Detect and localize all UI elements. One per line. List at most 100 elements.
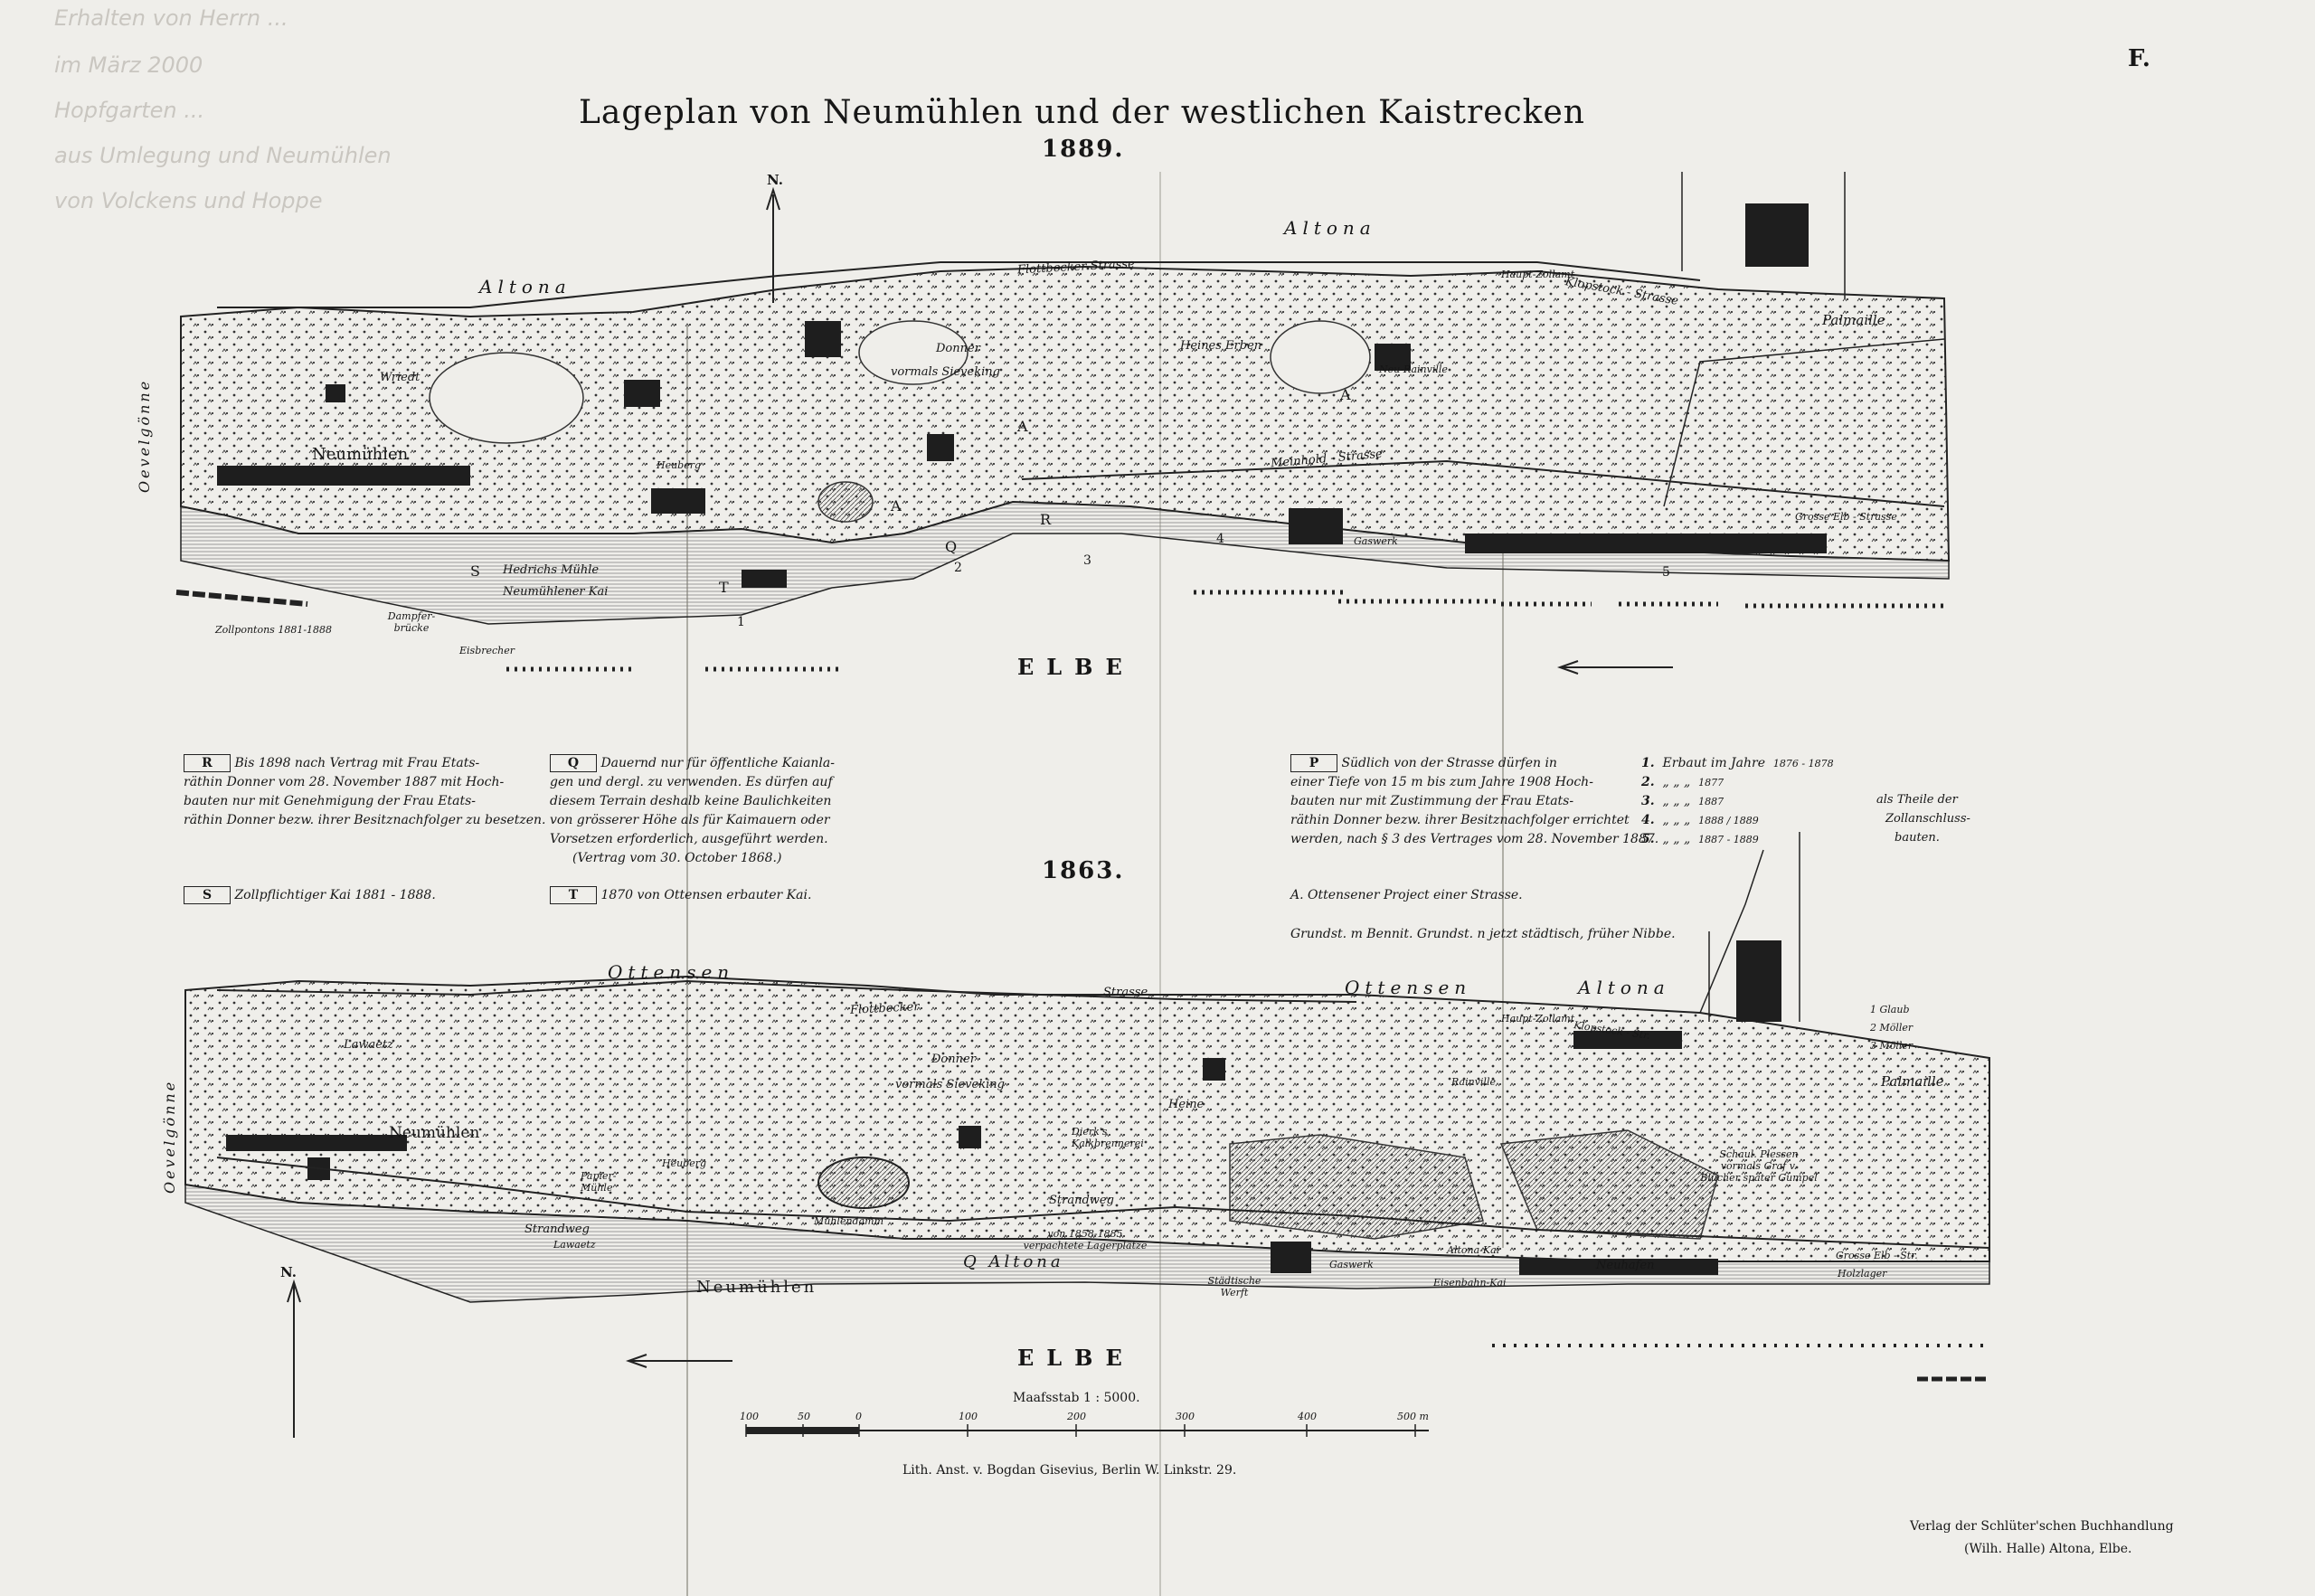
label-q-altona: Q Altona xyxy=(963,1252,1064,1271)
label-zone-a: A xyxy=(1017,418,1028,435)
built-years: 1887 - 1889 xyxy=(1698,834,1759,845)
label-strandweg-2: Strandweg xyxy=(1049,1194,1114,1207)
label-zone-a: A xyxy=(891,497,902,515)
label-ottensen-right: Ottensen xyxy=(1345,977,1472,998)
pencil-note: Hopfgarten ... xyxy=(54,98,205,123)
label-grosse-elb-strasse: Grosse Elb - Strasse xyxy=(1795,511,1897,523)
label-kai-1: 1 xyxy=(737,615,745,629)
label-neumuhlen: Neumühlen xyxy=(312,445,409,464)
legend-t-key: T xyxy=(550,886,597,904)
legend-q-text: diesem Terrain deshalb keine Baulichkeit… xyxy=(550,794,832,808)
label-kai-5: 5 xyxy=(1662,565,1670,580)
legend-q-text: (Vertrag vom 30. October 1868.) xyxy=(572,851,782,865)
built-num: 4. xyxy=(1641,813,1655,827)
label-neumuhlen-1863: Neumühlen xyxy=(389,1124,480,1142)
label-grosse-elb-1863: Grosse Elb - Str. xyxy=(1836,1250,1918,1261)
built-row: 3. „ „ „ 1887 xyxy=(1641,792,1834,811)
legend-s-text: Zollpflichtiger Kai 1881 - 1888. xyxy=(234,888,436,902)
built-num: 5. xyxy=(1641,832,1655,846)
label-hedrichs-muhle: Hedrichs Mühle xyxy=(503,563,600,577)
built-note-line: bauten. xyxy=(1895,831,1940,845)
publisher-line-1: Verlag der Schlüter'schen Buchhandlung xyxy=(1910,1519,2174,1534)
label-heines-erben: Heines Erben xyxy=(1180,339,1262,353)
built-years: 1887 xyxy=(1698,796,1724,807)
label-elbe-1863: ELBE xyxy=(1017,1345,1135,1371)
legend-s: S Zollpflichtiger Kai 1881 - 1888. xyxy=(184,886,436,905)
built-row: 1. Erbaut im Jahre 1876 - 1878 xyxy=(1641,754,1834,773)
legend-p-key: P xyxy=(1290,754,1337,772)
year-1889: 1889. xyxy=(1042,136,1125,163)
label-stadtische-werft: Städtische Werft xyxy=(1207,1275,1261,1299)
label-oevelgonne-1863: Oevelgönne xyxy=(161,1079,178,1194)
built-text: „ „ „ xyxy=(1662,813,1691,827)
scale-tick: 400 xyxy=(1298,1411,1317,1422)
legend-grundst: Grundst. m Bennit. Grundst. n jetzt städ… xyxy=(1290,927,1676,941)
built-text: „ „ „ xyxy=(1662,832,1691,846)
built-text: „ „ „ xyxy=(1662,794,1691,808)
label-dampferbrucke: Dampfer-brücke xyxy=(387,610,436,634)
label-heine: Heine xyxy=(1168,1098,1205,1111)
scale-tick: 200 xyxy=(1067,1411,1086,1422)
label-rainville: Rainville xyxy=(1451,1076,1496,1088)
built-row: 2. „ „ „ 1877 xyxy=(1641,773,1834,792)
legend-r-text: bauten nur mit Genehmigung der Frau Etat… xyxy=(184,794,476,808)
pencil-note: im März 2000 xyxy=(54,52,203,78)
label-glaub: 1 Glaub xyxy=(1870,1004,1910,1015)
label-gaswerk-1863: Gaswerk xyxy=(1329,1259,1374,1270)
label-altona-1863: Altona xyxy=(1578,977,1670,998)
label-donner: Donner xyxy=(936,342,980,355)
built-years: 1877 xyxy=(1698,777,1724,789)
legend-r-text: räthin Donner vom 28. November 1887 mit … xyxy=(184,775,505,789)
label-ottensen-left: Ottensen xyxy=(608,961,735,983)
label-neu-rainville: Neu-Rainville xyxy=(1379,364,1448,375)
built-text: „ „ „ xyxy=(1662,775,1691,789)
legend-q-text: Dauernd nur für öffentliche Kaianla- xyxy=(600,756,835,770)
legend-r-text: Bis 1898 nach Vertrag mit Frau Etats- xyxy=(234,756,480,770)
built-num: 3. xyxy=(1641,794,1655,808)
legend-p-text: werden, nach § 3 des Vertrages vom 28. N… xyxy=(1290,832,1659,846)
legend-q-text: gen und dergl. zu verwenden. Es dürfen a… xyxy=(550,775,833,789)
legend-r: R Bis 1898 nach Vertrag mit Frau Etats- … xyxy=(184,754,545,830)
label-kai-4: 4 xyxy=(1216,532,1224,546)
built-row: 4. „ „ „ 1888 / 1889 xyxy=(1641,811,1834,830)
legend-q-text: Vorsetzen erforderlich, ausgeführt werde… xyxy=(550,832,828,846)
built-note: als Theile der Zollanschluss- bauten. xyxy=(1876,790,1970,847)
label-elbe-1889: ELBE xyxy=(1017,654,1135,680)
scale-tick: 100 xyxy=(740,1411,759,1422)
built-num: 1. xyxy=(1641,756,1655,770)
legend-q-text: von grösserer Höhe als für Kaimauern ode… xyxy=(550,813,830,827)
legend-t: T 1870 von Ottensen erbauter Kai. xyxy=(550,886,811,905)
scale-tick: 300 xyxy=(1176,1411,1195,1422)
legend-a: A. Ottensener Project einer Strasse. xyxy=(1290,888,1523,902)
pencil-note: Erhalten von Herrn ... xyxy=(54,5,288,31)
legend-p: P Südlich von der Strasse dürfen in eine… xyxy=(1290,754,1658,849)
label-altona-left: Altona xyxy=(479,276,572,297)
label-palmaille-1863: Palmaille xyxy=(1881,1073,1944,1090)
built-years: 1888 / 1889 xyxy=(1698,815,1759,826)
label-neumuhlen-river: Neumühlen xyxy=(696,1278,817,1297)
built-note-line: Zollanschluss- xyxy=(1885,812,1970,826)
label-donner-1863: Donner xyxy=(931,1053,976,1066)
legend-r-text: räthin Donner bezw. ihrer Besitznachfolg… xyxy=(184,813,546,827)
label-zone-s: S xyxy=(470,562,480,580)
map-title: Lageplan von Neumühlen und der westliche… xyxy=(579,94,1585,131)
sheet-letter: F. xyxy=(2128,45,2150,72)
label-holzlager: Holzlager xyxy=(1838,1268,1887,1280)
label-eisbrecher: Eisbrecher xyxy=(459,645,515,656)
label-neuhafen: Neuhafen xyxy=(1596,1259,1655,1272)
legend-built: 1. Erbaut im Jahre 1876 - 1878 2. „ „ „ … xyxy=(1641,754,1834,849)
label-schauplatz: Schaul. Plessen vormals Graf v. Blücher … xyxy=(1700,1148,1818,1184)
label-heuberg-1863: Heuberg xyxy=(662,1157,707,1169)
label-heuberg: Heuberg xyxy=(657,459,702,471)
label-hauptzollamt-1863: Haupt-Zollamt xyxy=(1501,1013,1575,1025)
printer-imprint: Lith. Anst. v. Bogdan Gisevius, Berlin W… xyxy=(902,1463,1237,1478)
label-verpachtete: von 1858-1885 verpachtete Lagerplätze xyxy=(1023,1228,1148,1251)
pencil-note: aus Umlegung und Neumühlen xyxy=(54,143,392,168)
label-kai-3: 3 xyxy=(1083,553,1091,568)
label-altona-kai: Altona-Kai xyxy=(1447,1244,1500,1256)
built-num: 2. xyxy=(1641,775,1655,789)
legend-p-text: Südlich von der Strasse dürfen in xyxy=(1341,756,1557,770)
built-text: Erbaut im Jahre xyxy=(1662,756,1766,770)
